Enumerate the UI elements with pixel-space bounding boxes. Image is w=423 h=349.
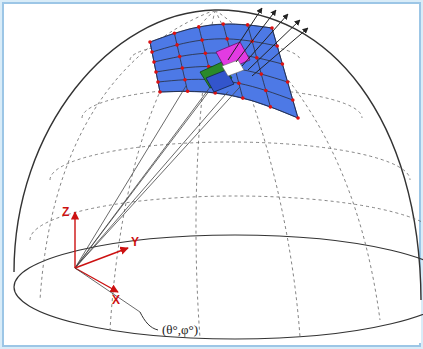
projection-line (75, 268, 140, 312)
leader-line (140, 312, 158, 330)
frame (3, 3, 420, 346)
dashed-grid (30, 10, 423, 338)
axis-label: X (112, 294, 120, 306)
x-axis (75, 268, 118, 292)
axis-label: Z (62, 206, 69, 218)
z-axis (74, 212, 75, 268)
direction-label: (θ°,φ°) (162, 323, 198, 336)
dome-outline (14, 10, 421, 300)
view-rays (75, 77, 240, 268)
patch-grid (148, 22, 300, 120)
y-axis (75, 248, 128, 268)
dome-fill (14, 10, 421, 343)
reflection-arrows (228, 8, 308, 76)
sample-object (200, 42, 250, 92)
axis-label: Y (131, 236, 139, 248)
